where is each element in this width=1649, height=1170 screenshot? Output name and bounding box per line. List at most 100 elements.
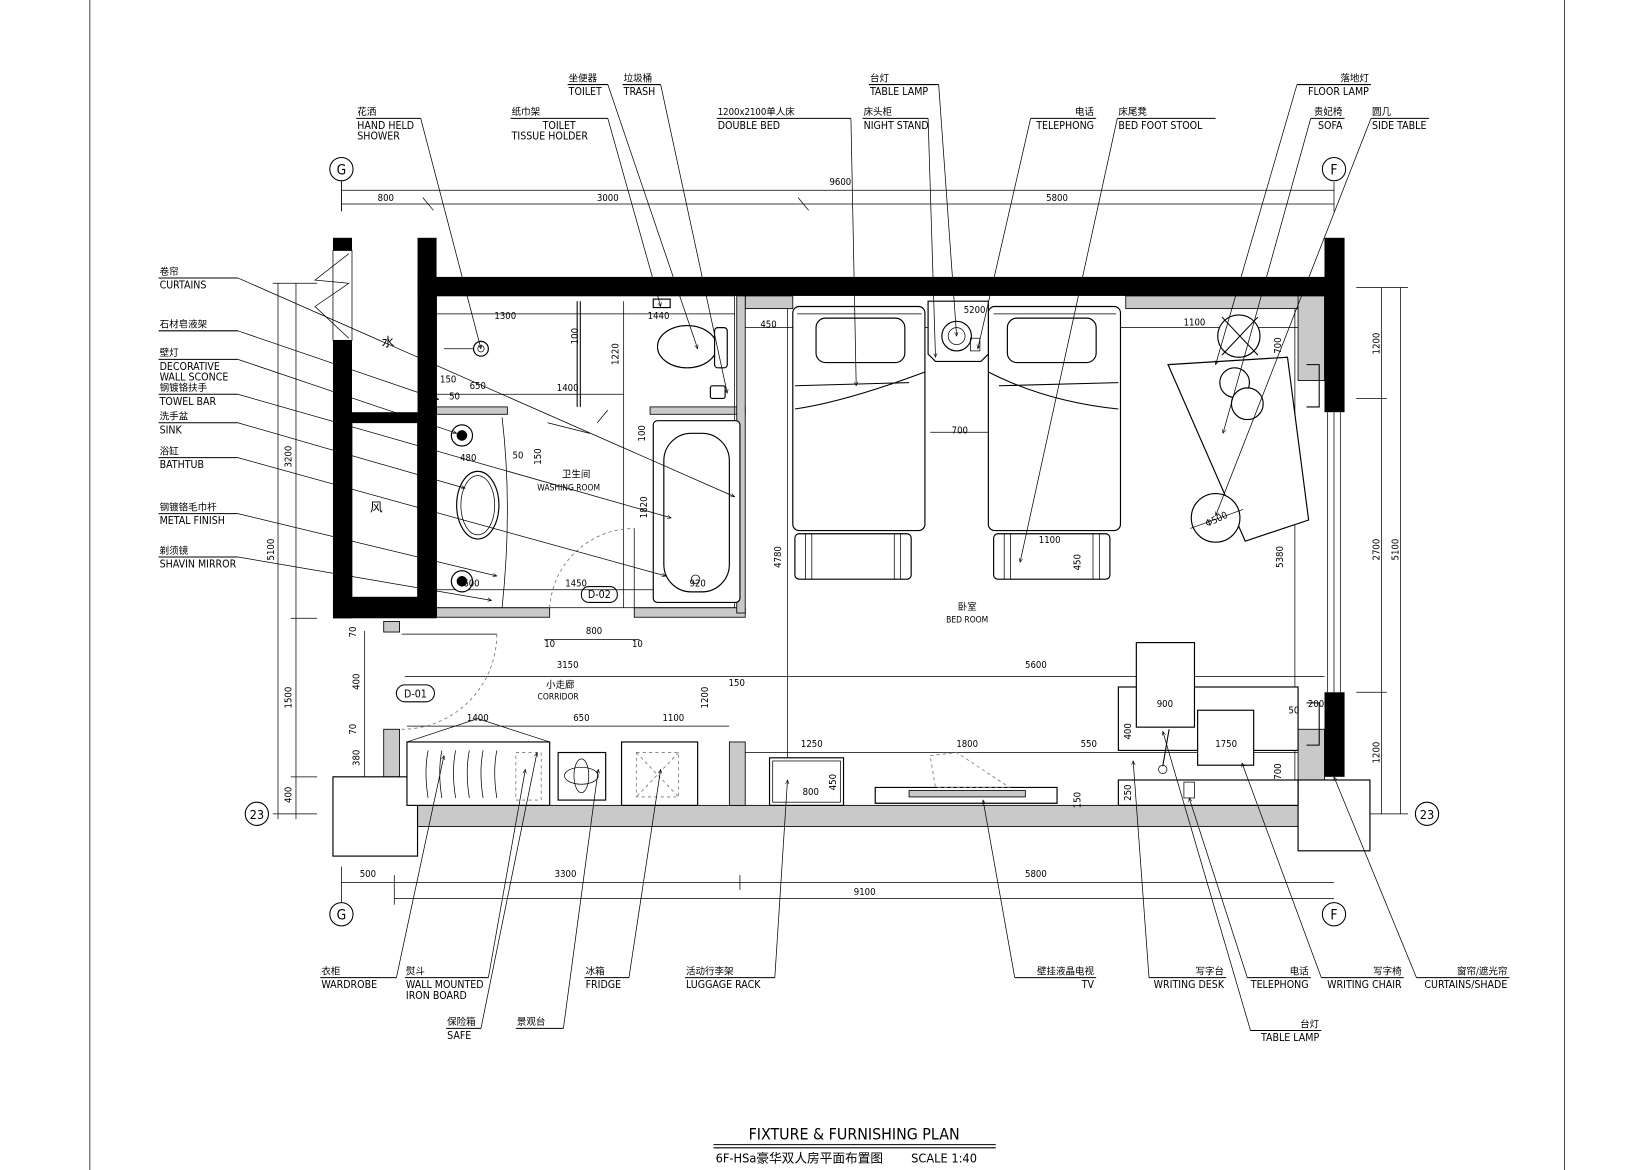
dimension-value: 800 — [586, 626, 602, 637]
dimension-value: 1220 — [610, 343, 621, 365]
dimension-value: 1300 — [494, 311, 516, 322]
svg-text:D-01: D-01 — [404, 689, 427, 701]
dimension-value: 1200 — [1371, 333, 1382, 355]
bed-foot-stool-left — [794, 533, 912, 580]
table-lamp-desk-icon — [1197, 709, 1255, 766]
leader-line — [237, 277, 735, 498]
dimension-value: 700 — [1273, 763, 1284, 779]
dimension-value: 5100 — [266, 539, 277, 561]
callout-label: METAL FINISH — [160, 515, 225, 527]
callout-label: IRON BOARD — [406, 990, 467, 1002]
vanity-counter — [501, 417, 508, 608]
door-tag-d01: D-01 — [395, 684, 435, 703]
side-table-icon — [1190, 492, 1244, 543]
callout-label-zh: 圆几 — [1372, 107, 1392, 118]
dimension-value: 200 — [1308, 699, 1324, 710]
grid-bubble-23-right: 23 — [1414, 801, 1440, 826]
callout-label-zh: 写字椅 — [1373, 965, 1402, 977]
leader-line — [1189, 798, 1248, 978]
callout-toilet: 坐便器 TOILET — [567, 72, 698, 348]
grid-bubble-23-left: 23 — [244, 801, 270, 826]
luggage-rack-icon — [768, 757, 845, 806]
room-label-bedroom-zh: 卧室 — [958, 601, 977, 613]
dimension-value: 3150 — [557, 660, 579, 671]
callout-label-zh: 写字台 — [1196, 965, 1225, 977]
grid-bubble-g-bottom: G — [329, 866, 354, 927]
dimension-value: 400 — [284, 787, 295, 803]
grid-bubble-f-bottom: F — [1321, 902, 1347, 927]
callout-label-zh: 贵妃椅 — [1314, 106, 1343, 118]
dimension-value: 1100 — [1184, 318, 1206, 329]
callout-label-zh: 壁挂液晶电视 — [1037, 965, 1095, 977]
leader-line — [1216, 84, 1298, 365]
night-stand-icon — [927, 300, 989, 363]
callout-label-zh: 花洒 — [357, 106, 377, 118]
callout-label: TOILET — [568, 86, 602, 98]
leader-line — [237, 393, 671, 518]
bed-foot-stool-right — [993, 533, 1111, 580]
callout-tv: 壁挂液晶电视 TV — [983, 800, 1097, 991]
callout-label-zh: 电话 — [1075, 106, 1095, 118]
double-bed-left — [792, 305, 926, 532]
callout-label-zh: 坐便器 — [569, 72, 598, 84]
dimension-value: 70 — [348, 724, 359, 735]
dimension-value: 100 — [570, 328, 581, 344]
dimension-value: 1500 — [284, 687, 295, 709]
callout-label: DOUBLE BED — [718, 120, 780, 132]
leader-line — [1223, 118, 1312, 433]
leader-line — [983, 800, 1016, 978]
trash-icon — [709, 385, 726, 400]
leader-line — [774, 780, 788, 978]
sofa-icon — [1167, 356, 1310, 542]
door-tag-d02: D-02 — [580, 586, 618, 603]
column-box-right — [1297, 779, 1371, 852]
dimension-value: 100 — [637, 425, 648, 441]
callout-label: FRIDGE — [586, 979, 622, 991]
svg-text:23: 23 — [1420, 807, 1435, 822]
dimension-value: 900 — [1157, 699, 1173, 710]
callout-label-zh: 窗帘/遮光帘 — [1457, 965, 1507, 977]
room-label-corridor: CORRIDOR — [538, 692, 580, 702]
leader-line — [938, 84, 957, 337]
callout-label: HAND HELD — [357, 120, 414, 132]
callout-label-zh: 台灯 — [1300, 1018, 1320, 1030]
grid-bubble-g-top: G — [329, 156, 354, 212]
svg-text:F: F — [1330, 908, 1337, 924]
dimension-value: 500 — [360, 869, 376, 880]
callout-label: SOFA — [1318, 120, 1343, 132]
column-box-left — [332, 776, 419, 857]
leader-line — [1334, 777, 1417, 978]
leader-line — [237, 330, 439, 400]
drawing-subtitle: 6F-HSa豪华双人房平面布置图 — [716, 1151, 883, 1166]
bedroom — [768, 300, 1310, 806]
dimension-value: 600 — [463, 579, 479, 590]
callout-label: TV — [1081, 979, 1095, 991]
dimension-value: 1200 — [700, 687, 711, 709]
dimension-value: 1400 — [467, 713, 489, 724]
callout-label: TOILET — [542, 120, 576, 132]
drawing-title: FIXTURE & FURNISHING PLAN — [749, 1124, 960, 1143]
dimension-value: 1250 — [801, 739, 823, 750]
room-label-bedroom: BED ROOM — [946, 615, 988, 625]
dimension-value: 450 — [1072, 554, 1083, 570]
leader-line — [1133, 761, 1150, 978]
vanity-basin-icon — [456, 470, 500, 540]
leader-line — [237, 358, 457, 433]
dimension-value: 1100 — [662, 713, 684, 724]
dimension-value: 10 — [632, 639, 643, 650]
leader-line — [237, 457, 666, 576]
towel-bar-icon — [547, 409, 609, 434]
